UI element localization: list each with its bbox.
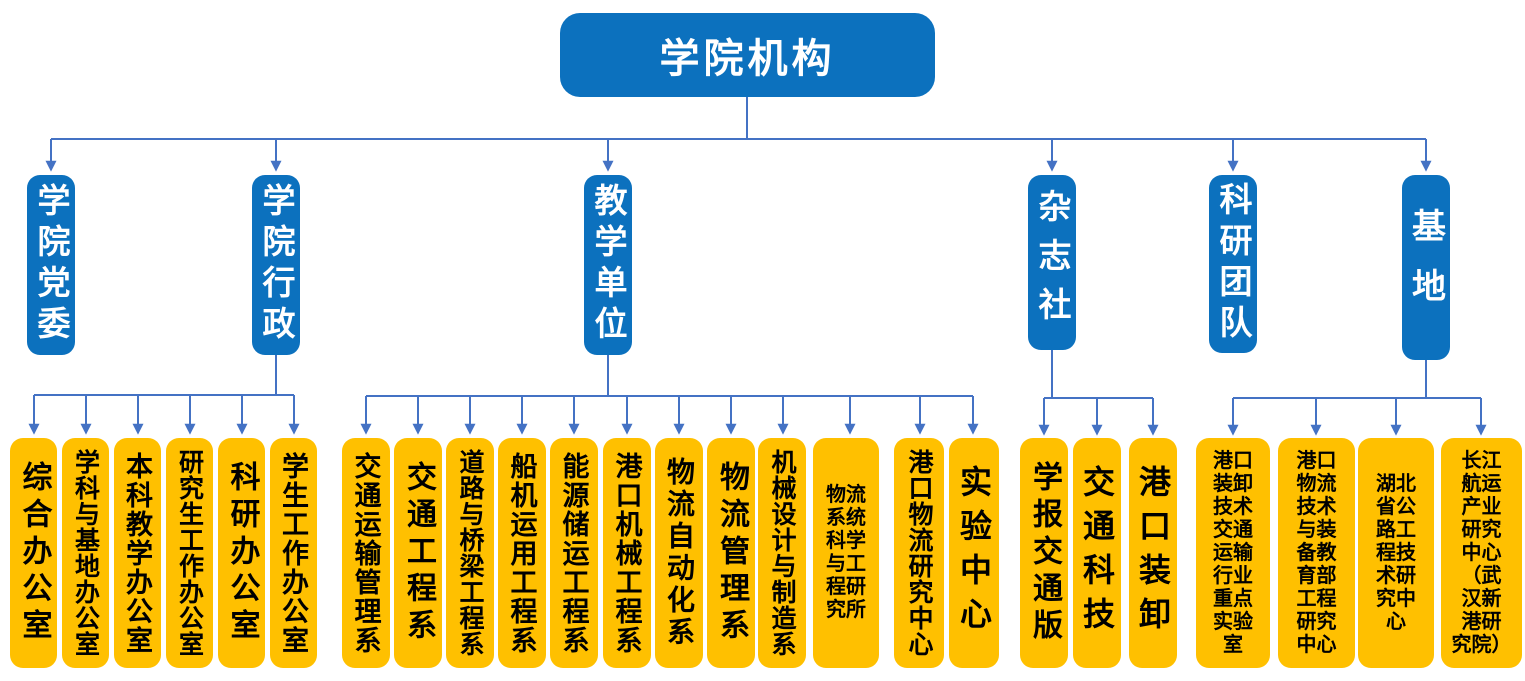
leaf-node: 本科教学办公室 — [114, 438, 161, 668]
leaf-node: 交通运输管理系 — [342, 438, 390, 668]
leaf-node: 道路与桥梁工程系 — [446, 438, 494, 668]
leaf-node: 能源储运工程系 — [550, 438, 598, 668]
leaf-node: 科研办公室 — [218, 438, 265, 668]
leaf-node: 物流管理系 — [707, 438, 755, 668]
leaf-node: 学科与基地办公室 — [62, 438, 109, 668]
root-node: 学院机构 — [560, 13, 935, 97]
leaf-node: 港口物流研究中心 — [894, 438, 944, 668]
leaf-node: 交通工程系 — [394, 438, 442, 668]
leaf-node: 学生工作办公室 — [270, 438, 317, 668]
leaf-node: 港口装卸 — [1129, 438, 1177, 668]
leaf-node: 长江 航运 产业 研究 中心 （武 汉新 港研 究院） — [1441, 438, 1522, 668]
leaf-node: 研究生工作办公室 — [166, 438, 213, 668]
leaf-node: 港口 装卸 技术 交通 运输 行业 重点 实验 室 — [1196, 438, 1270, 668]
leaf-node: 港口 物流 技术 与装 备教 育部 工程 研究 中心 — [1278, 438, 1355, 668]
leaf-node: 港口机械工程系 — [603, 438, 651, 668]
leaf-node: 物流 系统 科学 与工 程研 究所 — [813, 438, 879, 668]
branch-administration: 学院行政 — [252, 175, 300, 355]
leaf-node: 学报交通版 — [1020, 438, 1068, 668]
leaf-node: 机械设计与制造系 — [758, 438, 806, 668]
branch-magazine-office: 杂志社 — [1028, 175, 1076, 350]
branch-party-committee: 学院党委 — [27, 175, 75, 355]
leaf-node: 船机运用工程系 — [498, 438, 546, 668]
leaf-node: 实验中心 — [949, 438, 999, 668]
leaf-node: 交通科技 — [1073, 438, 1121, 668]
leaf-node: 物流自动化系 — [655, 438, 703, 668]
branch-bases: 基地 — [1402, 175, 1450, 360]
branch-teaching-units: 教学单位 — [584, 175, 632, 355]
branch-research-teams: 科研团队 — [1209, 175, 1257, 353]
leaf-node: 综合办公室 — [10, 438, 57, 668]
leaf-node: 湖北 省公 路工 程技 术研 究中 心 — [1358, 438, 1434, 668]
